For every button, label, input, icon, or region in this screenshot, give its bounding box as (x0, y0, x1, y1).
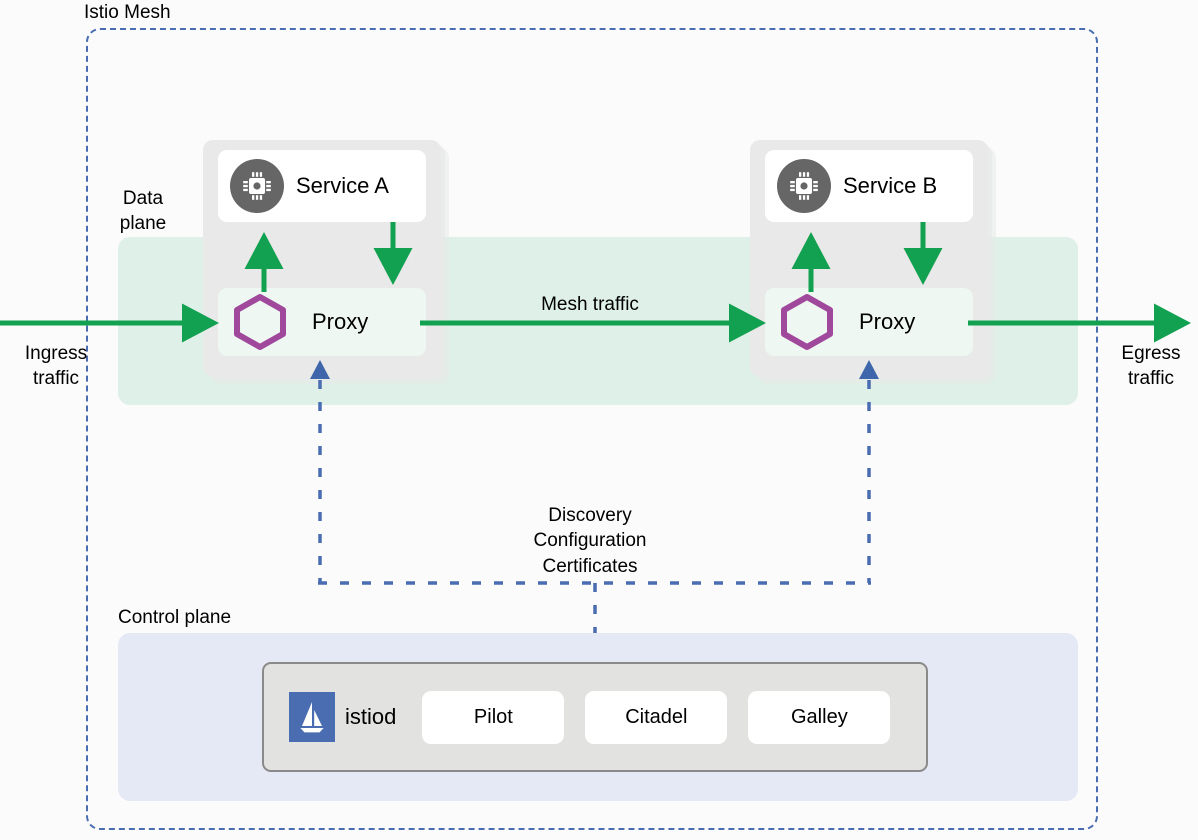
component-pilot[interactable]: Pilot (422, 690, 565, 744)
component-galley[interactable]: Galley (748, 690, 891, 744)
service-name-label: Service A (296, 173, 389, 198)
istiod-label: istiod (345, 704, 397, 729)
ingress-traffic-label: Ingress traffic (24, 343, 88, 390)
hexagon-icon (232, 293, 288, 351)
service-b-box[interactable]: Service B (765, 150, 973, 222)
istiod-panel: istiod Pilot Citadel Galley (262, 662, 928, 772)
proxy-box-a[interactable]: Proxy (218, 288, 426, 356)
proxy-name-label: Proxy (859, 309, 916, 334)
pod-service-b: Service B Proxy (750, 140, 996, 384)
hexagon-icon (779, 293, 835, 351)
service-name-label: Service B (843, 173, 938, 198)
proxy-name-label: Proxy (312, 309, 369, 334)
istio-sail-logo-icon (289, 692, 335, 742)
pod-service-a: Service A Proxy (203, 140, 449, 384)
cpu-chip-icon (230, 159, 284, 213)
proxy-box-b[interactable]: Proxy (765, 288, 973, 356)
egress-traffic-label: Egress traffic (1121, 343, 1181, 390)
istiod-brand: istiod (289, 692, 396, 742)
data-plane-label: Data plane (119, 188, 167, 235)
mesh-traffic-label: Mesh traffic (541, 294, 639, 315)
istio-mesh-boundary (86, 28, 1098, 830)
control-channel-label: Discovery Configuration Certificates (533, 505, 647, 577)
control-plane-label: Control plane (118, 607, 232, 628)
component-citadel[interactable]: Citadel (585, 690, 728, 744)
istiod-components: Pilot Citadel Galley (422, 690, 891, 744)
service-a-box[interactable]: Service A (218, 150, 426, 222)
mesh-title: Istio Mesh (84, 2, 171, 23)
cpu-chip-icon (777, 159, 831, 213)
